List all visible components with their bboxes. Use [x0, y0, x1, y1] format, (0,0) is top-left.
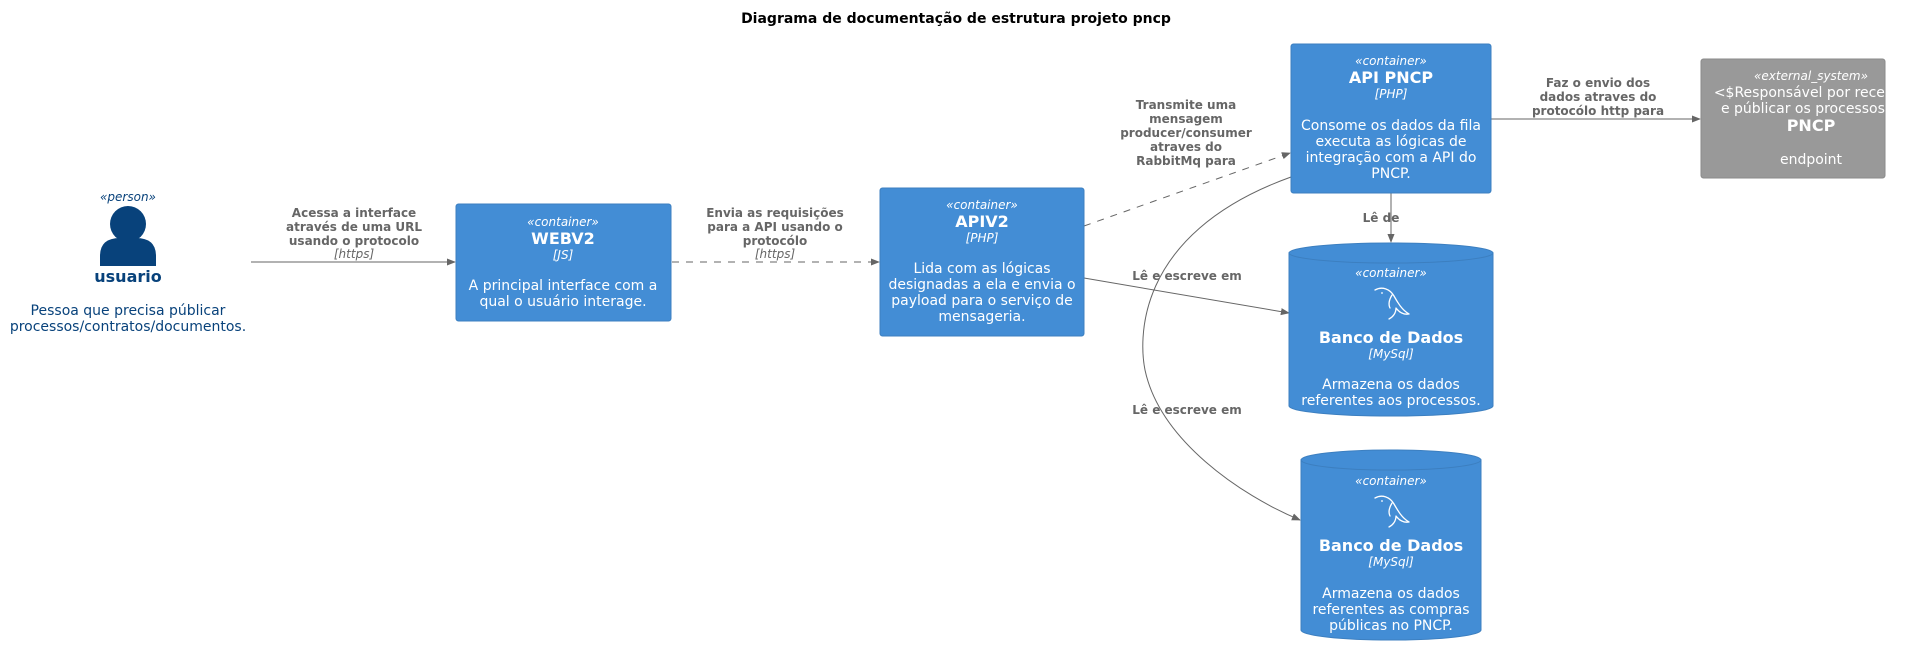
- db1-tech: [MySql]: [1368, 347, 1414, 361]
- person-icon: [100, 206, 156, 266]
- svg-text:para a API usando o: para a API usando o: [707, 220, 842, 234]
- container-api-pncp[interactable]: «container» API PNCP [PHP] Consome os da…: [1290, 43, 1492, 194]
- db2-desc-line: públicas no PNCP.: [1329, 618, 1453, 634]
- db2-desc-line: Armazena os dados: [1322, 586, 1460, 602]
- api-pncp-name: API PNCP: [1349, 68, 1433, 87]
- api-pncp-desc-line: Consome os dados da fila: [1301, 118, 1481, 134]
- apiv2-tech: [PHP]: [966, 231, 999, 245]
- edge-label-apiv2-apipncp: Transmite uma mensagem producer/consumer…: [1120, 98, 1252, 168]
- db2-name: Banco de Dados: [1319, 536, 1463, 555]
- edge-apiv2-apipncp: [1083, 152, 1291, 227]
- container-webv2[interactable]: «container» WEBV2 [JS] A principal inter…: [455, 203, 672, 322]
- db1-desc-line: Armazena os dados: [1322, 377, 1460, 393]
- person-usuario[interactable]: «person» usuario Pessoa que precisa públ…: [10, 190, 246, 335]
- db2-tech: [MySql]: [1368, 555, 1414, 569]
- svg-text:através de uma URL: através de uma URL: [286, 220, 422, 234]
- edge-label-apipncp-db2: Lê e escreve em: [1132, 403, 1242, 417]
- svg-text:Transmite uma: Transmite uma: [1136, 98, 1236, 112]
- edge-label-webv2-apiv2: Envia as requisições para a API usando o…: [706, 206, 844, 261]
- svg-text:protocólo: protocólo: [743, 234, 807, 248]
- svg-text:mensagem: mensagem: [1149, 112, 1223, 126]
- apiv2-name: APIV2: [955, 212, 1009, 231]
- container-apiv2[interactable]: «container» APIV2 [PHP] Lida com as lógi…: [879, 187, 1085, 337]
- external-system-pncp[interactable]: «external_system» <$Responsável por rece…: [1700, 58, 1909, 179]
- svg-text:producer/consumer: producer/consumer: [1120, 126, 1252, 140]
- svg-text:protocólo http para: protocólo http para: [1532, 104, 1664, 118]
- apiv2-desc-line: Lida com as lógicas: [913, 261, 1050, 277]
- apiv2-desc-line: mensageria.: [938, 309, 1025, 325]
- pncp-desc-bottom: endpoint: [1780, 152, 1843, 168]
- pncp-desc-line: e públicar os processos.>: [1721, 101, 1901, 117]
- db2-desc-line: referentes as compras: [1312, 602, 1469, 618]
- svg-text:dados atraves do: dados atraves do: [1540, 90, 1657, 104]
- api-pncp-tech: [PHP]: [1375, 87, 1408, 101]
- pncp-name: PNCP: [1787, 116, 1836, 135]
- person-name: usuario: [94, 267, 161, 286]
- pncp-stereotype: «external_system»: [1754, 69, 1868, 83]
- svg-text:Acessa a interface: Acessa a interface: [292, 206, 416, 220]
- webv2-desc-line: qual o usuário interage.: [479, 294, 646, 310]
- diagram-title: Diagrama de documentação de estrutura pr…: [741, 11, 1171, 27]
- person-desc-line: Pessoa que precisa públicar: [31, 303, 226, 319]
- db1-stereotype: «container»: [1355, 266, 1427, 280]
- edge-label-apiv2-db1: Lê e escreve em: [1132, 269, 1242, 283]
- edge-apiv2-db1: [1083, 277, 1290, 316]
- svg-text:[https]: [https]: [755, 247, 796, 261]
- db1-name: Banco de Dados: [1319, 328, 1463, 347]
- db2-stereotype: «container»: [1355, 474, 1427, 488]
- svg-text:usando o protocolo: usando o protocolo: [289, 234, 419, 248]
- database-processos[interactable]: «container» Banco de Dados [MySql] Armaz…: [1288, 242, 1494, 417]
- db1-desc-line: referentes aos processos.: [1301, 393, 1480, 409]
- edge-label-apipncp-db1: Lê de: [1363, 211, 1400, 225]
- api-pncp-desc-line: PNCP.: [1371, 166, 1410, 182]
- mysql-dolphin-icon: [1374, 287, 1410, 320]
- database-compras-publicas[interactable]: «container» Banco de Dados [MySql] Armaz…: [1300, 449, 1482, 641]
- webv2-stereotype: «container»: [527, 215, 599, 229]
- edge-apipncp-db2: [1142, 176, 1301, 521]
- pncp-desc-line: <$Responsável por receber: [1714, 85, 1909, 101]
- svg-text:Faz o envio dos: Faz o envio dos: [1546, 76, 1650, 90]
- edge-label-apipncp-pncp: Faz o envio dos dados atraves do protocó…: [1532, 76, 1664, 118]
- svg-text:atraves do: atraves do: [1150, 140, 1222, 154]
- edge-label-user-webv2: Acessa a interface através de uma URL us…: [286, 206, 422, 261]
- api-pncp-desc-line: integração com a API do: [1306, 150, 1477, 166]
- webv2-tech: [JS]: [553, 248, 574, 262]
- webv2-name: WEBV2: [531, 229, 595, 248]
- svg-text:[https]: [https]: [334, 247, 375, 261]
- person-stereotype: «person»: [100, 190, 156, 204]
- mysql-dolphin-icon: [1374, 495, 1410, 528]
- api-pncp-desc-line: executa as lógicas de: [1316, 134, 1467, 150]
- apiv2-desc-line: designadas a ela e envia o: [888, 277, 1075, 293]
- apiv2-desc-line: payload para o serviço de: [891, 293, 1072, 309]
- webv2-desc-line: A principal interface com a: [469, 278, 658, 294]
- api-pncp-stereotype: «container»: [1355, 54, 1427, 68]
- svg-text:RabbitMq para: RabbitMq para: [1136, 154, 1236, 168]
- svg-text:Envia as requisições: Envia as requisições: [706, 206, 844, 220]
- person-desc-line: processos/contratos/documentos.: [10, 319, 246, 335]
- apiv2-stereotype: «container»: [946, 198, 1018, 212]
